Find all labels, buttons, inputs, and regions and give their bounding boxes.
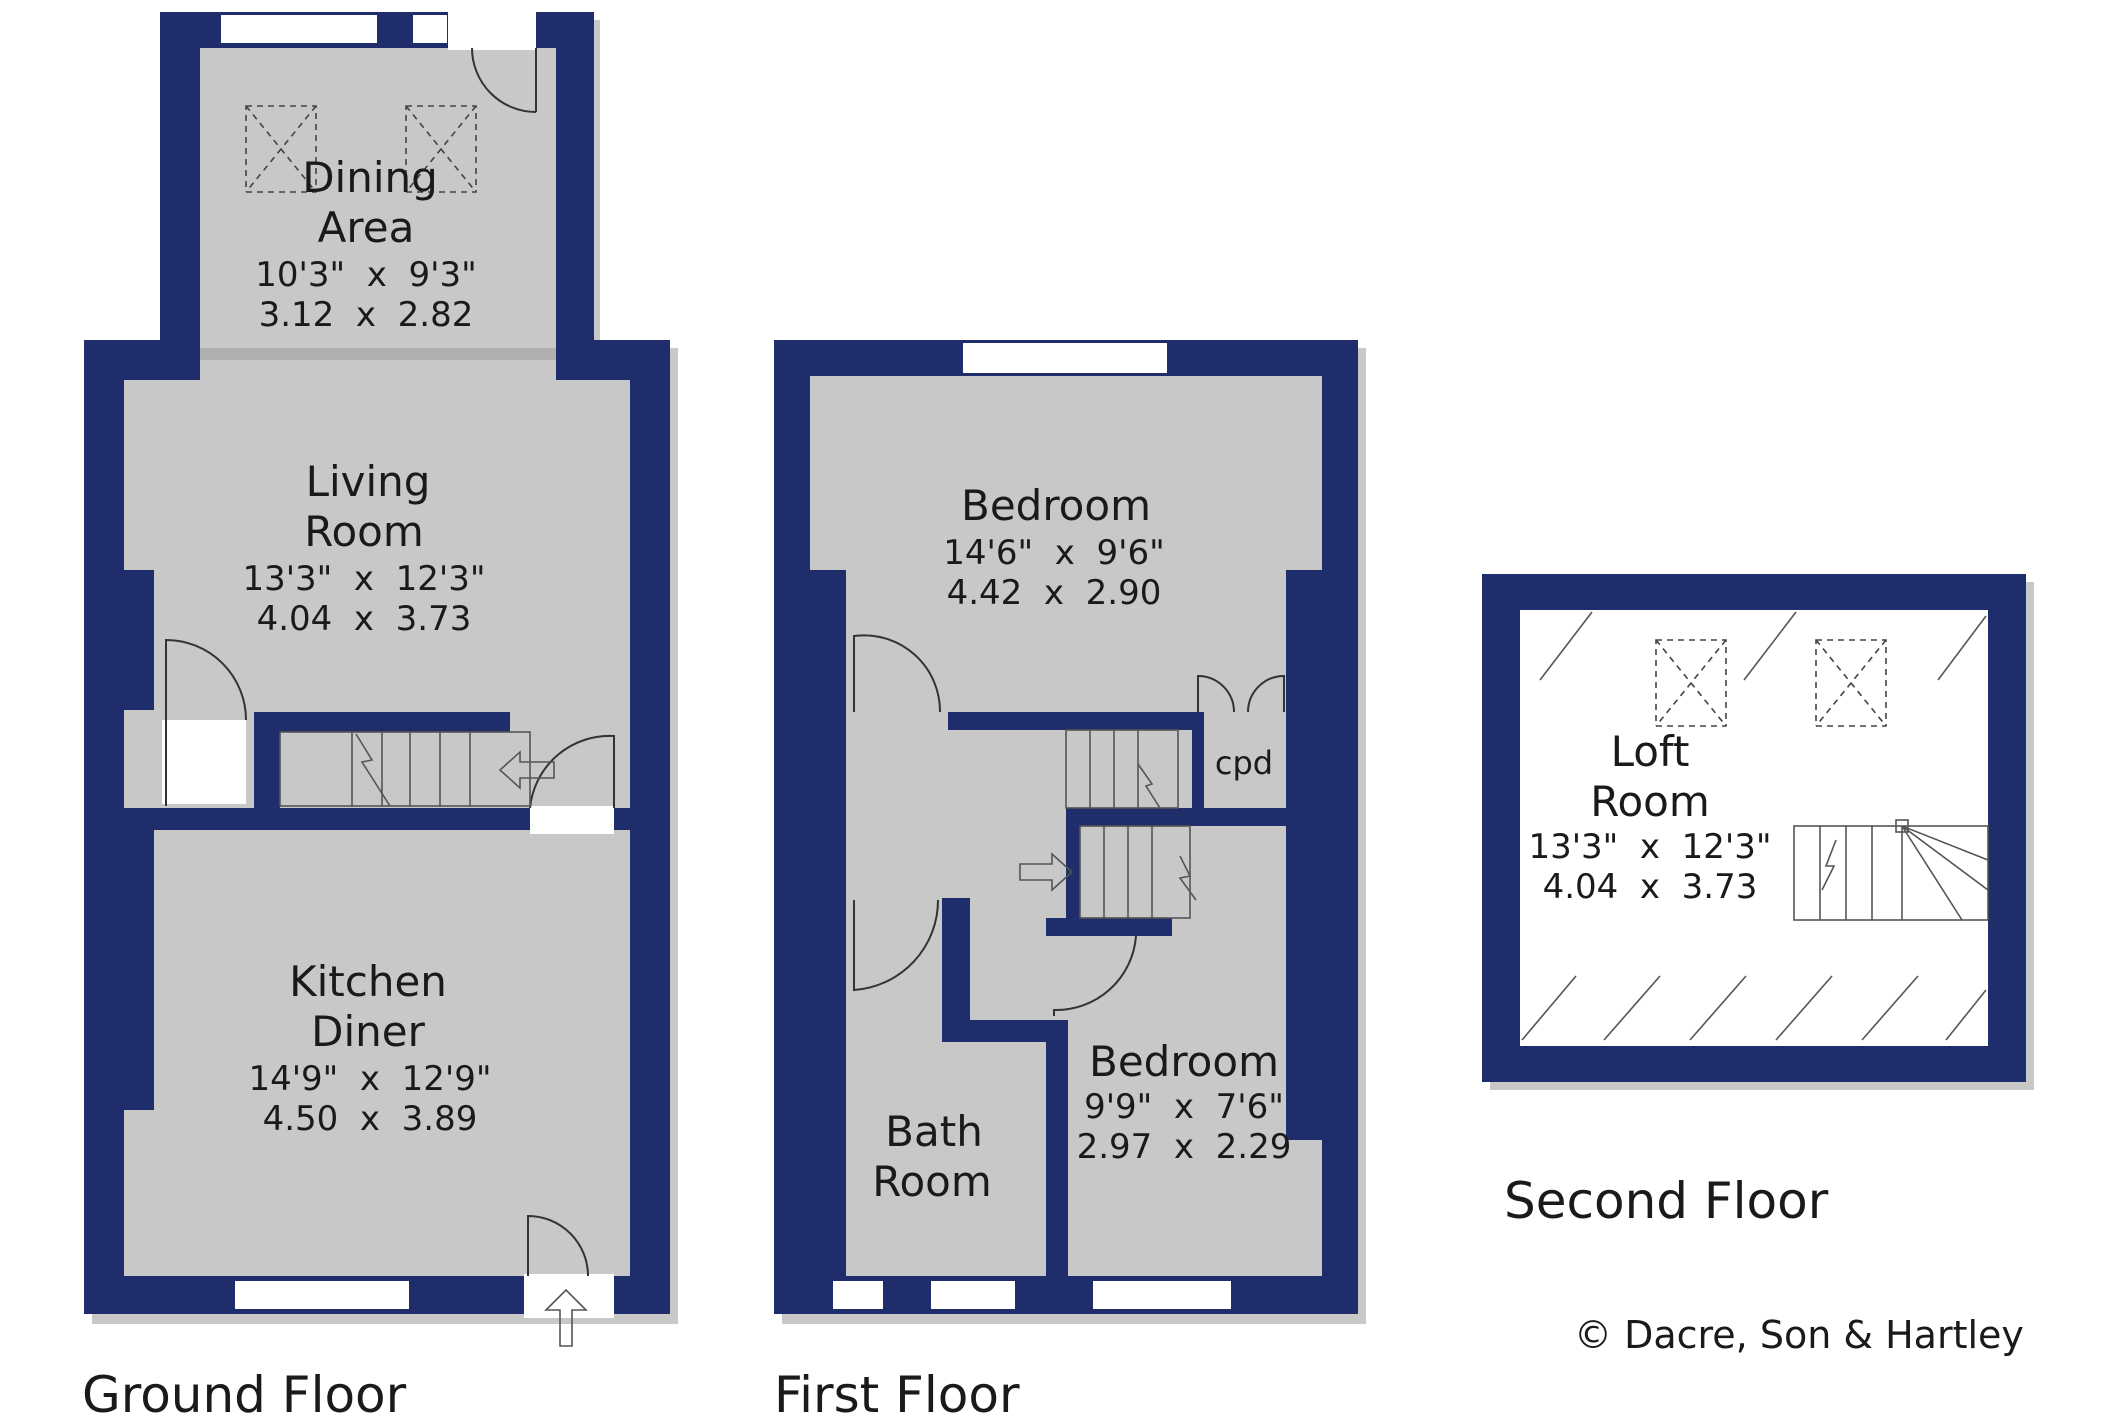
wall	[1192, 712, 1204, 820]
room-dimensions-imperial: 10'3" x 9'3"	[255, 255, 476, 295]
arrow-up-icon	[544, 1288, 588, 1347]
wall	[1046, 918, 1172, 936]
wall	[254, 712, 280, 822]
room-name: Bath	[885, 1107, 983, 1156]
room-dimensions-metric: 4.50 x 3.89	[263, 1099, 478, 1139]
door	[1053, 935, 1137, 1016]
floor-label: Second Floor	[1504, 1172, 1829, 1230]
skylight	[245, 105, 317, 193]
chimney-breast	[124, 830, 154, 1110]
wall	[942, 1020, 1068, 1042]
room-name: Loft	[1611, 727, 1690, 776]
door	[527, 1214, 589, 1277]
wall	[124, 808, 630, 830]
cupboard-label: cpd	[1215, 744, 1273, 782]
wall	[84, 340, 124, 1314]
room-name: Room	[1590, 777, 1710, 826]
floor-label: Ground Floor	[82, 1366, 407, 1417]
window	[929, 1279, 1017, 1311]
room-name: Room	[872, 1157, 992, 1206]
door	[529, 734, 615, 809]
arrow-left-icon	[498, 750, 555, 790]
window	[233, 1279, 411, 1311]
room-name: Dining	[302, 153, 438, 202]
door	[165, 638, 247, 806]
staircase	[1793, 819, 1989, 921]
chimney-breast	[810, 570, 846, 1276]
room-dimensions-imperial: 13'3" x 12'3"	[1528, 827, 1771, 867]
wall	[630, 340, 670, 1314]
room-name: Diner	[311, 1007, 425, 1056]
room-dimensions-imperial: 9'9" x 7'6"	[1084, 1087, 1284, 1127]
room-name: Room	[304, 507, 424, 556]
wall	[948, 712, 1192, 730]
chimney-breast	[1286, 570, 1322, 1140]
skylight	[405, 105, 477, 193]
room-name: Living	[306, 457, 431, 506]
door	[853, 899, 940, 992]
copyright-notice: © Dacre, Son & Hartley	[1574, 1313, 2024, 1357]
window	[411, 13, 449, 45]
window	[831, 1279, 885, 1311]
wall	[1070, 808, 1286, 826]
door	[853, 634, 942, 713]
room-dimensions-metric: 2.97 x 2.29	[1077, 1127, 1292, 1167]
skylight	[1655, 639, 1727, 727]
wall	[556, 12, 594, 352]
chimney-breast	[124, 570, 154, 710]
window	[1091, 1279, 1233, 1311]
room-dimensions-metric: 3.12 x 2.82	[259, 295, 474, 335]
wall	[1046, 1020, 1068, 1278]
room-name: Area	[318, 203, 415, 252]
room-name: Kitchen	[289, 957, 447, 1006]
wall	[774, 340, 810, 1314]
window	[961, 341, 1169, 375]
room-name: Bedroom	[961, 481, 1151, 530]
door	[471, 47, 537, 113]
staircase	[279, 731, 555, 807]
room-name: Bedroom	[1089, 1037, 1279, 1086]
room-dimensions-metric: 4.42 x 2.90	[947, 573, 1162, 613]
second-floor-plan	[1482, 574, 2034, 1090]
room-dimensions-metric: 4.04 x 3.73	[257, 599, 472, 639]
staircase	[1019, 729, 1197, 919]
door	[1197, 674, 1235, 713]
ground-floor-plan	[84, 10, 678, 1347]
window	[219, 13, 379, 45]
arrow-right-icon	[1019, 852, 1074, 892]
skylight	[1815, 639, 1887, 727]
wall	[1066, 808, 1080, 926]
wall	[160, 12, 200, 340]
eaves-hatching	[1521, 611, 1987, 1041]
room-dimensions-imperial: 14'6" x 9'6"	[943, 533, 1164, 573]
door	[1247, 674, 1285, 713]
floor-label: First Floor	[774, 1366, 1020, 1417]
wall	[942, 898, 970, 1038]
room-dimensions-metric: 4.04 x 3.73	[1543, 867, 1758, 907]
wall	[254, 712, 510, 732]
wall	[1322, 340, 1358, 1314]
room-dimensions-imperial: 13'3" x 12'3"	[242, 559, 485, 599]
first-floor-plan	[774, 340, 1366, 1324]
room-dimensions-imperial: 14'9" x 12'9"	[248, 1059, 491, 1099]
